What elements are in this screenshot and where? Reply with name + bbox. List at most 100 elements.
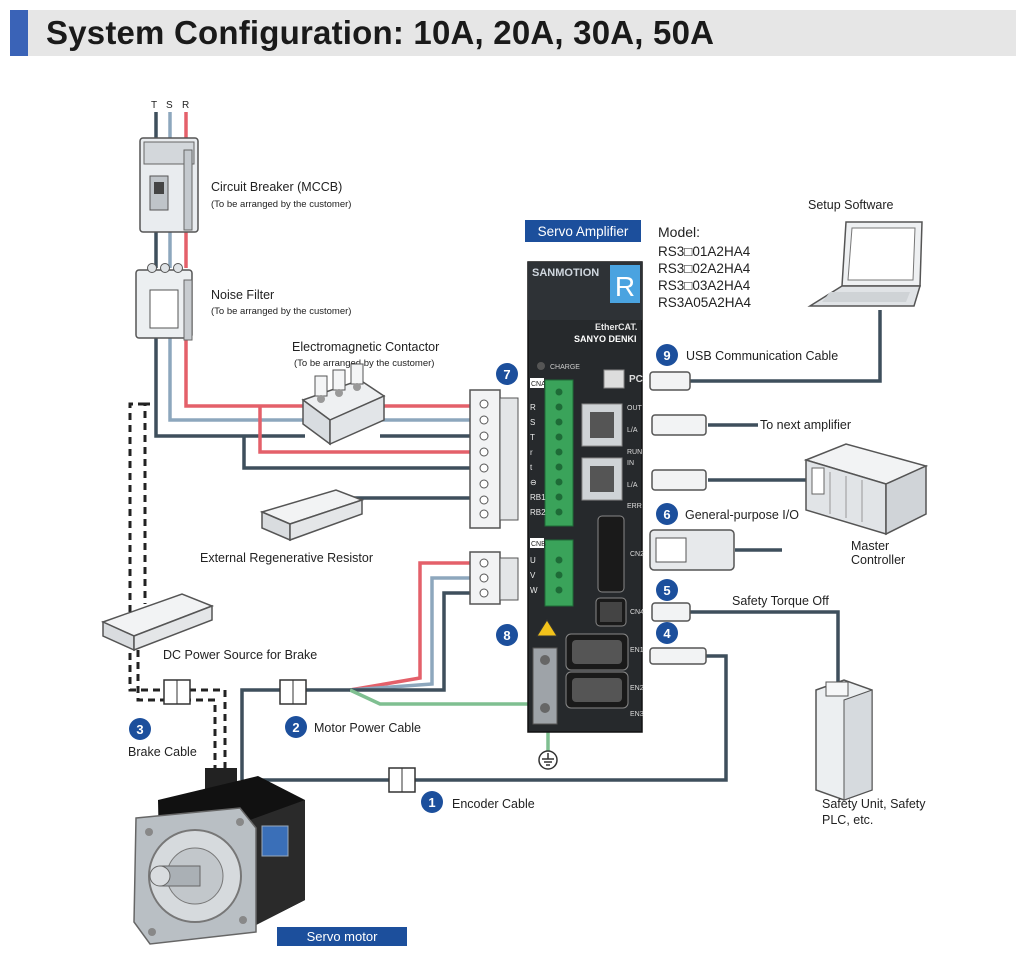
laptop-icon bbox=[807, 221, 923, 307]
port-err: ERR bbox=[627, 503, 642, 510]
cna-terminal-minus: ⊖ bbox=[530, 478, 537, 487]
servo-motor-label-bg bbox=[277, 927, 407, 946]
port-en2: EN2 bbox=[630, 685, 644, 692]
cnb-plug-icon bbox=[469, 551, 519, 605]
setup-software-label: Setup Software bbox=[808, 198, 894, 212]
badge-2-num: 2 bbox=[292, 720, 299, 735]
badge-3 bbox=[129, 718, 151, 740]
badge-9-num: 9 bbox=[663, 348, 670, 363]
dc-power-label: DC Power Source for Brake bbox=[163, 648, 317, 662]
badge-8-num: 8 bbox=[503, 628, 510, 643]
port-out: OUT bbox=[627, 405, 643, 412]
encoder-cable bbox=[260, 654, 728, 782]
regen-resistor-icon bbox=[259, 489, 365, 542]
circuit-breaker-icon bbox=[139, 137, 199, 233]
badge-3-num: 3 bbox=[136, 722, 143, 737]
cnb-terminal-u: U bbox=[530, 556, 536, 565]
amplifier-brand: SANMOTION bbox=[532, 267, 599, 279]
amplifier-charge: CHARGE bbox=[550, 364, 580, 371]
port-la-2: L/A bbox=[627, 482, 638, 489]
port-in: IN bbox=[627, 460, 634, 467]
badge-4-num: 4 bbox=[663, 626, 671, 641]
circuit-breaker-note: (To be arranged by the customer) bbox=[211, 199, 351, 210]
port-cn4: CN4 bbox=[630, 609, 644, 616]
badge-8 bbox=[496, 624, 518, 646]
noise-filter-label: Noise Filter bbox=[211, 288, 274, 302]
badge-5 bbox=[656, 579, 678, 601]
cnb-terminal-v: V bbox=[530, 571, 536, 580]
cna-label: CNA bbox=[531, 381, 546, 388]
dc-power-icon bbox=[100, 593, 215, 652]
cnb-label: CNB bbox=[531, 541, 546, 548]
servo-motor-label: Servo motor bbox=[307, 929, 378, 944]
model-1: RS3□01A2HA4 bbox=[658, 244, 751, 259]
amplifier-heading: Servo Amplifier bbox=[538, 224, 629, 239]
amplifier-heading-bg bbox=[525, 220, 641, 242]
phase-r: R bbox=[182, 100, 189, 111]
badge-1 bbox=[421, 791, 443, 813]
circuit-breaker-label: Circuit Breaker (MCCB) bbox=[211, 180, 342, 194]
cna-terminal-s: S bbox=[530, 418, 535, 427]
model-2: RS3□02A2HA4 bbox=[658, 261, 751, 276]
title-bar: System Configuration: 10A, 20A, 30A, 50A bbox=[10, 10, 1016, 56]
phase-labels: T S R bbox=[151, 100, 189, 111]
servo-amplifier: R SANMOTION EtherCAT. SANYO DENKI CHARGE… bbox=[527, 261, 643, 733]
safety-unit-label-2: PLC, etc. bbox=[822, 813, 873, 827]
master-controller-label-1: Master bbox=[851, 539, 889, 553]
page-title: System Configuration: 10A, 20A, 30A, 50A bbox=[46, 14, 715, 51]
cna-terminal-r: R bbox=[530, 403, 536, 412]
contactor-note: (To be arranged by the customer) bbox=[294, 358, 434, 369]
servo-motor-icon bbox=[133, 768, 305, 945]
phase-t: T bbox=[151, 100, 157, 111]
brake-cable-b bbox=[143, 402, 150, 604]
badge-6 bbox=[656, 503, 678, 525]
contactor-icon bbox=[301, 363, 386, 446]
wire-t-ctrl bbox=[242, 436, 470, 470]
safety-unit-label-1: Safety Unit, Safety bbox=[822, 797, 926, 811]
general-io-label: General-purpose I/O bbox=[685, 508, 799, 522]
port-run: RUN bbox=[627, 449, 642, 456]
safety-unit-icon bbox=[815, 679, 873, 801]
cna-plug-icon bbox=[469, 389, 519, 529]
wire-u bbox=[349, 561, 472, 692]
phase-s: S bbox=[166, 100, 173, 111]
brake-cable-label: Brake Cable bbox=[128, 745, 197, 759]
right-side-plugs bbox=[649, 371, 735, 665]
badge-4 bbox=[656, 622, 678, 644]
noise-filter-note: (To be arranged by the customer) bbox=[211, 306, 351, 317]
cna-terminals: R S T r t ⊖ RB1 RB2 U V W bbox=[530, 403, 546, 595]
badge-2 bbox=[285, 716, 307, 738]
master-controller-label-2: Controller bbox=[851, 553, 905, 567]
port-pc: PC bbox=[629, 374, 643, 385]
contactor-label: Electromagnetic Contactor bbox=[292, 340, 439, 354]
wire-w bbox=[350, 591, 472, 692]
inline-connectors bbox=[163, 679, 416, 793]
cna-terminal-r-ctrl: r bbox=[530, 448, 533, 457]
port-en3: EN3 bbox=[630, 711, 644, 718]
usb-cable bbox=[690, 310, 882, 383]
title-accent-bar bbox=[10, 10, 28, 56]
cna-terminal-rb1: RB1 bbox=[530, 493, 546, 502]
model-3: RS3□03A2HA4 bbox=[658, 278, 751, 293]
motor-power-cable bbox=[240, 688, 350, 780]
port-en1: EN1 bbox=[630, 647, 644, 654]
sto-cable bbox=[690, 610, 840, 688]
amplifier-maker: SANYO DENKI bbox=[574, 334, 637, 344]
cna-terminal-t: T bbox=[530, 433, 535, 442]
wire-r-ctrl bbox=[258, 406, 470, 454]
cnb-terminal-w: W bbox=[530, 586, 538, 595]
noise-filter-icon bbox=[135, 263, 193, 341]
master-controller-icon bbox=[803, 443, 929, 536]
brake-cable-a bbox=[128, 402, 227, 780]
badge-6-num: 6 bbox=[663, 507, 670, 522]
regen-resistor-label: External Regenerative Resistor bbox=[200, 551, 373, 565]
wire-t-main bbox=[154, 338, 305, 438]
badge-9 bbox=[656, 344, 678, 366]
wire-r-main bbox=[184, 338, 305, 408]
model-4: RS3A05A2HA4 bbox=[658, 295, 752, 310]
power-wires bbox=[128, 112, 882, 785]
brake-cable-c bbox=[136, 650, 217, 785]
badge-7-num: 7 bbox=[503, 367, 510, 382]
safety-torque-off-label: Safety Torque Off bbox=[732, 594, 829, 608]
